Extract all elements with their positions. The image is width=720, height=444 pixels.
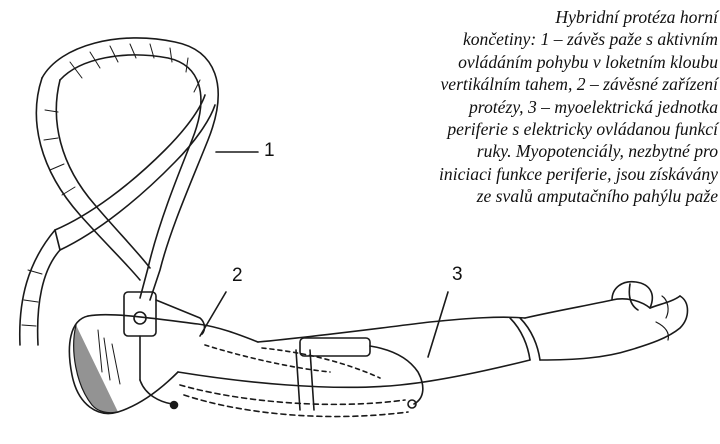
caption-line: ovládáním pohybu v loketním kloubu	[392, 51, 718, 73]
arm-socket	[69, 315, 258, 414]
callout-label-3: 3	[452, 264, 463, 286]
caption-line: iniciaci funkce periferie, jsou získáván…	[392, 163, 718, 185]
caption-line: ruky. Myopotenciály, nezbytné pro	[392, 140, 718, 162]
caption-line: vertikálním tahem, 2 – závěsné zařízení	[392, 73, 718, 95]
prosthetic-hand	[525, 282, 688, 360]
callout-label-1: 1	[264, 140, 275, 162]
callout-3-leader	[428, 292, 448, 357]
caption-line: protézy, 3 – myoelektrická jednotka	[392, 96, 718, 118]
suspension-device	[124, 292, 204, 409]
shoulder-harness-strap	[20, 38, 218, 345]
caption-line: Hybridní protéza horní	[392, 6, 718, 28]
figure-caption: Hybridní protéza horní končetiny: 1 – zá…	[392, 6, 718, 208]
caption-line: ze svalů amputačního pahýlu paže	[392, 185, 718, 207]
caption-line: periferie s elektricky ovládanou funkcí	[392, 118, 718, 140]
callout-label-2: 2	[232, 265, 243, 287]
caption-line: končetiny: 1 – závěs paže s aktivním	[392, 28, 718, 50]
